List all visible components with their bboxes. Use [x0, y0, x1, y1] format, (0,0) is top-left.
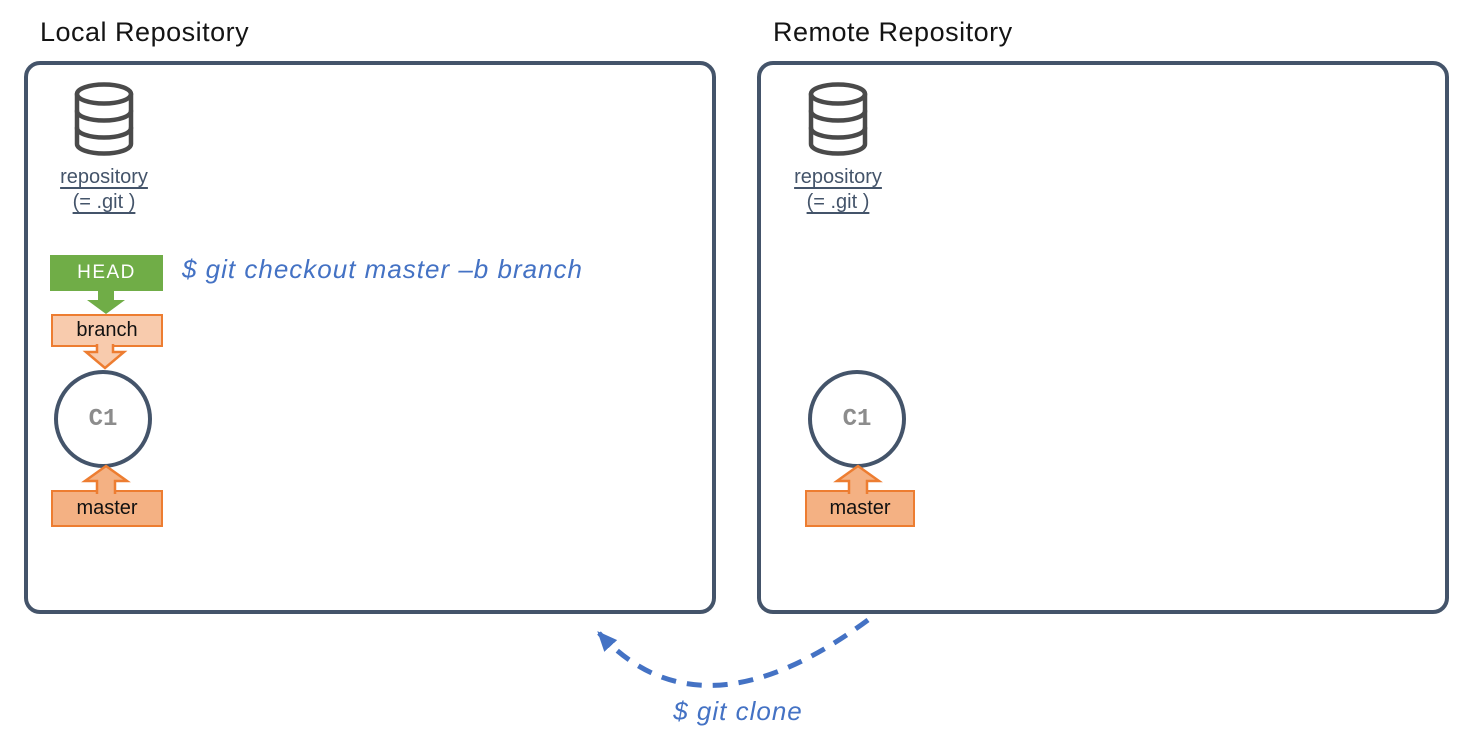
clone-arrow [597, 617, 870, 688]
branch-pointer-box: branch [51, 314, 163, 347]
git-dir-text: (= .git ) [806, 191, 870, 213]
remote-commit-label: C1 [842, 405, 872, 433]
remote-master-pointer-box: master [805, 490, 915, 527]
checkout-command-text: $ git checkout master –b branch [182, 254, 583, 284]
local-master-pointer-box: master [51, 490, 163, 527]
clone-command-text: $ git clone [673, 696, 803, 726]
head-pointer-box: HEAD [50, 255, 163, 291]
repository-text: repository [60, 166, 148, 188]
local-repository-title: Local Repository [40, 17, 250, 47]
local-repository-label: repository (= .git ) [34, 165, 174, 215]
remote-repository-panel [757, 61, 1449, 614]
remote-repository-title: Remote Repository [773, 17, 1013, 47]
local-commit-label: C1 [88, 405, 118, 433]
repository-text: repository [794, 166, 882, 188]
git-dir-text: (= .git ) [72, 191, 136, 213]
remote-repository-label: repository (= .git ) [768, 165, 908, 215]
